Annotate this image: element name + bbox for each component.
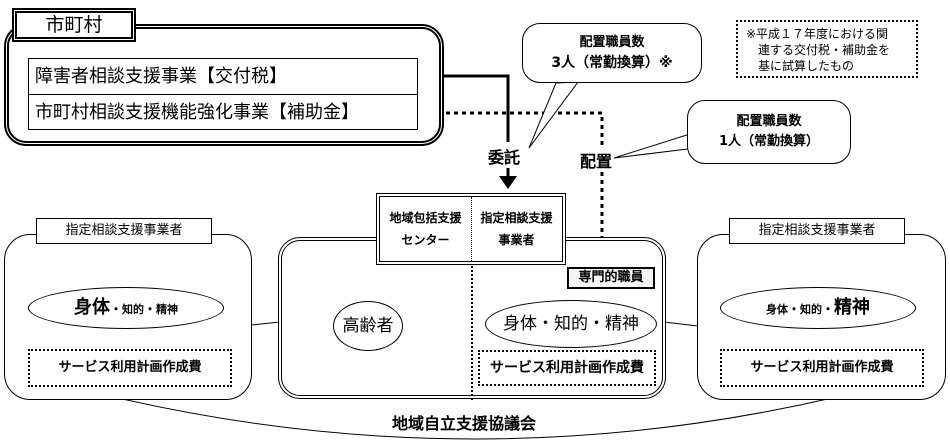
footnote-line: 連する交付税・補助金を xyxy=(746,43,891,57)
target-disabilities: 身体・知的・精神 xyxy=(485,300,657,348)
program-list: 障害者相談支援事業【交付税】 市町村相談支援機能強化事業【補助金】 xyxy=(28,58,418,130)
right-provider-title: 指定相談支援事業者 xyxy=(729,218,905,244)
left-provider-title: 指定相談支援事業者 xyxy=(36,218,212,244)
center-divider xyxy=(471,262,473,400)
left-provider-connector xyxy=(251,321,281,326)
separator: ・ xyxy=(144,302,157,316)
footnote-line: 基に試算したもの xyxy=(746,59,855,73)
header-line: センター xyxy=(401,233,450,247)
callout-outsourced-staff: 配置職員数 3人（常勤換算）※ xyxy=(522,23,702,83)
target-intellectual: 知的 xyxy=(800,303,822,316)
left-service-fee-box: サービス利用計画作成費 xyxy=(28,349,232,387)
program-item: 市町村相談支援機能強化事業【補助金】 xyxy=(29,94,417,129)
right-provider-connector xyxy=(663,321,699,327)
separator: ・ xyxy=(822,302,835,316)
header-designated-provider: 指定相談支援 事業者 xyxy=(471,197,562,261)
callout-title: 配置職員数 xyxy=(736,114,802,129)
left-target-disabilities: 身体・知的・精神 xyxy=(28,287,224,329)
target-mental: 精神 xyxy=(834,297,871,318)
callout-title: 配置職員数 xyxy=(579,35,645,50)
callout-placed-staff: 配置職員数 1人（常勤換算） xyxy=(687,100,851,164)
right-service-fee-box: サービス利用計画作成費 xyxy=(720,349,924,387)
target-mental: 精神 xyxy=(156,303,179,316)
callout-value: 3人（常勤換算）※ xyxy=(551,55,673,71)
service-fee-box: サービス利用計画作成費 xyxy=(478,350,656,386)
target-intellectual: 知的 xyxy=(122,303,144,316)
right-target-disabilities: 身体・知的・精神 xyxy=(720,287,916,329)
callout-value: 1人（常勤換算） xyxy=(718,134,820,149)
center-header: 地域包括支援 センター 指定相談支援 事業者 xyxy=(376,193,566,265)
header-community-center: 地域包括支援 センター xyxy=(380,197,471,261)
specialist-staff-badge: 専門的職員 xyxy=(567,267,655,289)
footnote-box: ※平成１７年度における関 連する交付税・補助金を 基に試算したもの xyxy=(736,20,918,78)
separator: ・ xyxy=(109,302,122,316)
header-line: 地域包括支援 xyxy=(389,211,462,225)
callout1-tail xyxy=(528,81,580,149)
placement-line xyxy=(414,111,604,145)
separator: ・ xyxy=(787,302,800,316)
callout2-tail xyxy=(613,132,697,159)
header-line: 事業者 xyxy=(498,233,535,247)
municipality-title: 市町村 xyxy=(12,8,136,42)
header-line: 指定相談支援 xyxy=(480,211,553,225)
footnote-line: ※平成１７年度における関 xyxy=(746,27,889,41)
outsource-label: 委託 xyxy=(488,144,521,168)
placement-label: 配置 xyxy=(580,148,613,172)
outsource-arrowhead xyxy=(499,176,517,189)
target-elderly: 高齢者 xyxy=(333,301,403,351)
target-physical: 身体 xyxy=(73,297,110,318)
program-item: 障害者相談支援事業【交付税】 xyxy=(35,66,287,87)
council-arc xyxy=(117,397,833,440)
target-physical: 身体 xyxy=(765,303,788,316)
header-divider xyxy=(471,197,472,261)
council-label: 地域自立支援協議会 xyxy=(392,414,537,433)
